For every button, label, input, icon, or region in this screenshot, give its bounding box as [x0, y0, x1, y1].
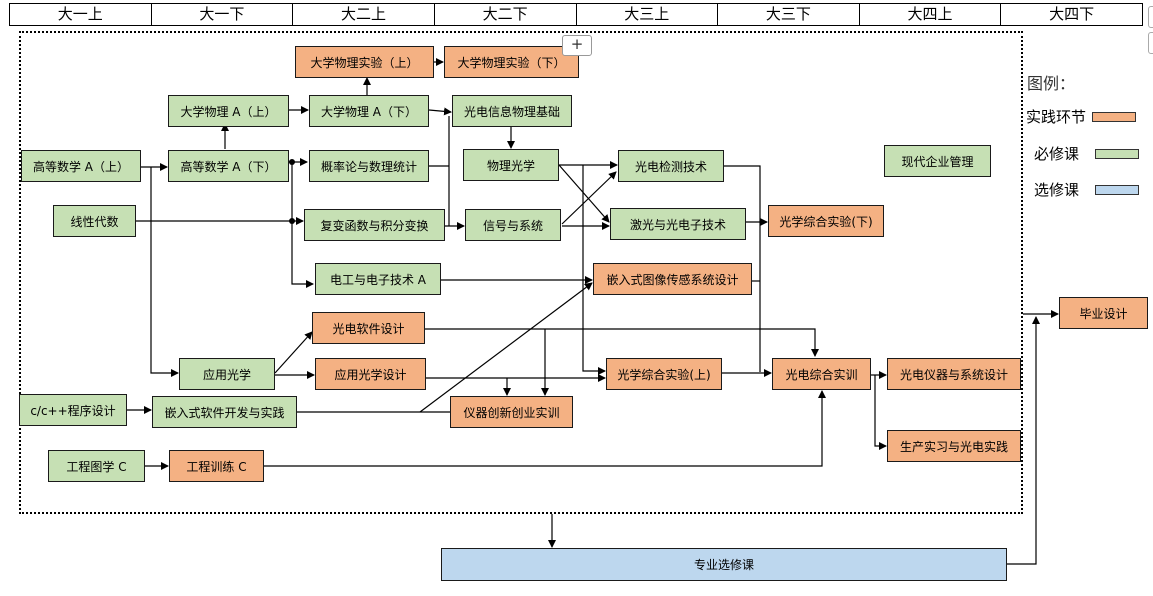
course-label: 光电软件设计	[332, 321, 405, 336]
course-physical-optics[interactable]: 物理光学	[463, 149, 559, 181]
course-probability-statistics[interactable]: 概率论与数理统计	[309, 150, 429, 182]
course-label: c/c++程序设计	[30, 403, 116, 418]
course-c-cpp-programming[interactable]: c/c++程序设计	[19, 394, 127, 426]
course-label: 大学物理 A（下）	[320, 104, 418, 119]
course-label: 现代企业管理	[901, 154, 974, 169]
course-advanced-math-a2[interactable]: 高等数学 A（下）	[168, 150, 289, 182]
course-label: 光电信息物理基础	[463, 104, 560, 119]
course-label: 光学综合实验(下)	[779, 214, 873, 229]
course-label: 激光与光电子技术	[629, 217, 726, 232]
course-label: 工程训练 C	[186, 459, 247, 474]
course-optics-lab-1[interactable]: 光学综合实验(上)	[606, 358, 722, 390]
course-label: 生产实习与光电实践	[899, 439, 1008, 454]
course-label: 光电综合实训	[785, 367, 858, 382]
course-optoelectronic-physics-basics[interactable]: 光电信息物理基础	[452, 95, 572, 127]
course-production-internship[interactable]: 生产实习与光电实践	[887, 430, 1021, 462]
course-label: 大学物理实验（上）	[310, 55, 419, 70]
course-signals-systems[interactable]: 信号与系统	[465, 209, 561, 241]
course-embedded-software[interactable]: 嵌入式软件开发与实践	[152, 396, 297, 428]
course-label: 高等数学 A（下）	[180, 159, 277, 174]
course-label: 应用光学设计	[334, 367, 407, 382]
semester-1-2: 大一下	[152, 4, 294, 25]
scroll-handle[interactable]	[1148, 32, 1153, 54]
semester-2-2: 大二下	[435, 4, 577, 25]
course-engineering-training-c[interactable]: 工程训练 C	[169, 450, 264, 482]
course-label: 线性代数	[70, 214, 119, 229]
legend-swatch-required	[1095, 148, 1140, 159]
plus-icon: +	[570, 35, 584, 53]
semester-2-1: 大二上	[293, 4, 435, 25]
semester-header: 大一上 大一下 大二上 大二下 大三上 大三下 大四上 大四下	[9, 3, 1143, 26]
course-label: 光电检测技术	[634, 159, 707, 174]
course-label: 光学综合实验(上)	[617, 367, 711, 382]
course-applied-optics[interactable]: 应用光学	[179, 358, 275, 390]
semester-3-2: 大三下	[718, 4, 860, 25]
legend-label: 选修课	[1034, 181, 1080, 199]
course-advanced-math-a1[interactable]: 高等数学 A（上）	[21, 150, 141, 182]
course-laser-optoelectronics[interactable]: 激光与光电子技术	[610, 208, 746, 240]
course-label: 高等数学 A（上）	[32, 159, 130, 174]
course-applied-optics-design[interactable]: 应用光学设计	[315, 358, 426, 390]
course-engineering-graphics-c[interactable]: 工程图学 C	[48, 450, 145, 482]
course-embedded-image-sensing[interactable]: 嵌入式图像传感系统设计	[593, 263, 752, 295]
course-label: 大学物理 A（上）	[180, 104, 277, 119]
course-professional-electives[interactable]: 专业选修课	[441, 548, 1007, 581]
course-optoelectronic-detection[interactable]: 光电检测技术	[618, 150, 724, 182]
course-label: 光电仪器与系统设计	[899, 367, 1008, 382]
course-label: 专业选修课	[693, 558, 754, 572]
legend-item-required: 必修课	[1034, 143, 1140, 164]
course-label: 嵌入式软件开发与实践	[164, 405, 285, 420]
course-label: 工程图学 C	[66, 459, 127, 474]
course-label: 仪器创新创业实训	[463, 405, 560, 420]
course-label: 应用光学	[202, 367, 251, 382]
core-curriculum-frame	[19, 31, 1023, 514]
course-label: 信号与系统	[482, 218, 543, 233]
course-label: 物理光学	[486, 158, 535, 173]
course-complex-functions[interactable]: 复变函数与积分变换	[304, 209, 445, 241]
course-label: 大学物理实验（下）	[457, 55, 566, 70]
course-label: 概率论与数理统计	[320, 159, 417, 174]
expand-button[interactable]: +	[562, 35, 592, 56]
course-linear-algebra[interactable]: 线性代数	[53, 205, 136, 237]
legend-swatch-practice	[1092, 111, 1137, 122]
course-optoelectronic-software[interactable]: 光电软件设计	[312, 312, 425, 344]
course-optoelectronic-training[interactable]: 光电综合实训	[772, 358, 871, 390]
course-physics-a1[interactable]: 大学物理 A（上）	[168, 95, 289, 127]
semester-4-1: 大四上	[860, 4, 1002, 25]
course-electrical-electronics-a[interactable]: 电工与电子技术 A	[315, 263, 441, 295]
course-label: 毕业设计	[1079, 306, 1128, 321]
scroll-handle-top[interactable]	[1148, 6, 1153, 28]
course-label: 嵌入式图像传感系统设计	[606, 272, 739, 287]
semester-3-1: 大三上	[577, 4, 719, 25]
course-physics-lab-1[interactable]: 大学物理实验（上）	[295, 46, 434, 78]
course-label: 电工与电子技术 A	[329, 272, 427, 287]
legend-item-practice: 实践环节	[1026, 106, 1137, 127]
course-graduation-project[interactable]: 毕业设计	[1059, 297, 1148, 329]
legend-item-elective: 选修课	[1034, 179, 1140, 200]
legend-swatch-elective	[1095, 184, 1140, 195]
course-instrument-innovation[interactable]: 仪器创新创业实训	[450, 396, 573, 428]
legend-label: 实践环节	[1026, 108, 1087, 126]
semester-1-1: 大一上	[10, 4, 152, 25]
course-optics-lab-2[interactable]: 光学综合实验(下)	[768, 205, 884, 237]
course-physics-lab-2[interactable]: 大学物理实验（下）	[444, 46, 579, 78]
course-physics-a2[interactable]: 大学物理 A（下）	[309, 95, 429, 127]
legend-label: 必修课	[1034, 145, 1080, 163]
course-label: 复变函数与积分变换	[320, 218, 429, 233]
legend-title: 图例：	[1027, 74, 1076, 93]
course-instrument-system-design[interactable]: 光电仪器与系统设计	[887, 358, 1021, 390]
semester-4-2: 大四下	[1049, 5, 1095, 23]
course-modern-enterprise-management[interactable]: 现代企业管理	[884, 145, 991, 177]
